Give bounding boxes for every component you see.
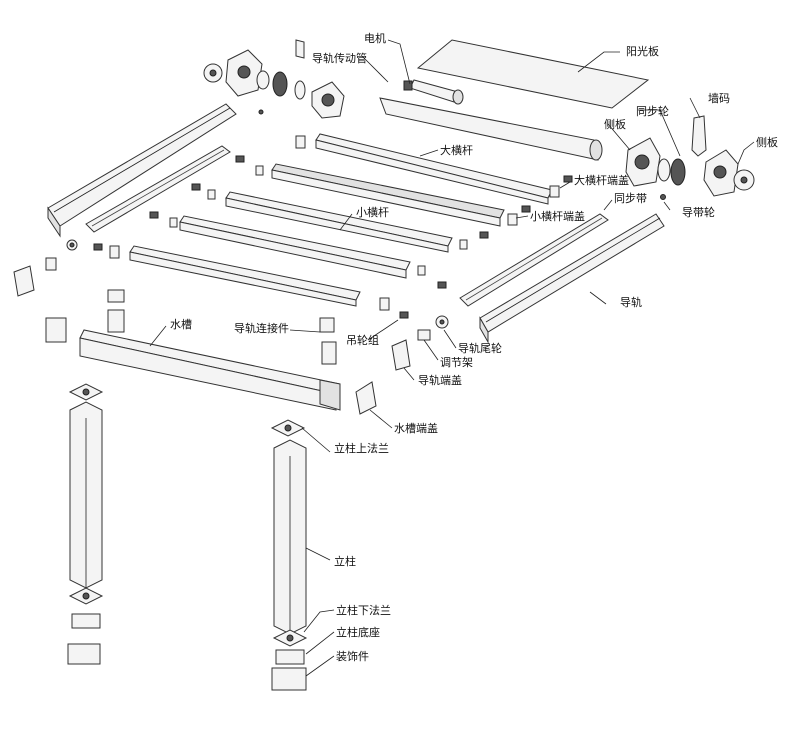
label-sync-wheel: 同步轮 <box>636 104 669 118</box>
label-small-crossbar-cap: 小横杆端盖 <box>530 209 585 223</box>
leader-lines <box>149 39 755 677</box>
labels: 电机 阳光板 导轨传动管 墙码 同步轮 侧板 侧板 大横杆 大横杆端盖 同步带 … <box>170 31 778 663</box>
label-decorative-part: 装饰件 <box>336 649 369 663</box>
right-belt <box>459 213 609 307</box>
label-belt-guide-wheel: 导带轮 <box>682 205 715 219</box>
label-rail-connector: 导轨连接件 <box>234 321 289 335</box>
label-hanging-wheel-set: 吊轮组 <box>346 333 379 347</box>
small-crossbar-1 <box>225 191 453 253</box>
motor <box>403 79 464 105</box>
label-small-crossbar: 小横杆 <box>356 205 389 219</box>
label-rail-tail-wheel: 导轨尾轮 <box>458 341 502 355</box>
fittings <box>13 135 573 371</box>
right-post-assembly <box>270 419 308 691</box>
label-wall-bracket: 墙码 <box>708 91 730 105</box>
big-crossbar <box>271 133 553 227</box>
label-post-bottom-flange: 立柱下法兰 <box>336 603 391 617</box>
label-gutter-end-cap: 水槽端盖 <box>394 421 438 435</box>
rail-drive-tube <box>379 97 603 161</box>
label-post-top-flange: 立柱上法兰 <box>334 441 389 455</box>
label-rail-drive-tube: 导轨传动管 <box>312 51 367 65</box>
right-rail <box>479 213 665 344</box>
left-end-assembly <box>203 39 345 119</box>
label-sunlight-panel: 阳光板 <box>626 44 659 58</box>
label-side-plate-left: 侧板 <box>604 117 626 131</box>
label-motor: 电机 <box>364 31 386 45</box>
water-gutter <box>79 329 341 411</box>
label-adjust-bracket: 调节架 <box>440 356 473 369</box>
label-side-plate-right: 侧板 <box>756 135 778 149</box>
right-end-assembly <box>625 115 755 200</box>
left-rail <box>47 103 237 238</box>
label-big-crossbar-cap: 大横杆端盖 <box>574 173 629 187</box>
left-belt <box>85 145 231 233</box>
gutter-end-cap <box>355 381 377 415</box>
label-post-base: 立柱底座 <box>336 625 380 639</box>
left-post-assembly <box>67 383 104 665</box>
label-big-crossbar: 大横杆 <box>440 143 473 157</box>
label-post: 立柱 <box>334 554 356 568</box>
label-rail: 导轨 <box>620 295 642 309</box>
label-water-gutter: 水槽 <box>170 318 192 331</box>
label-sync-belt: 同步带 <box>614 192 647 205</box>
small-crossbar-2 <box>179 215 411 279</box>
sunlight-panel <box>416 39 650 109</box>
small-crossbar-3 <box>129 245 361 307</box>
label-rail-end-cap: 导轨端盖 <box>418 373 462 387</box>
